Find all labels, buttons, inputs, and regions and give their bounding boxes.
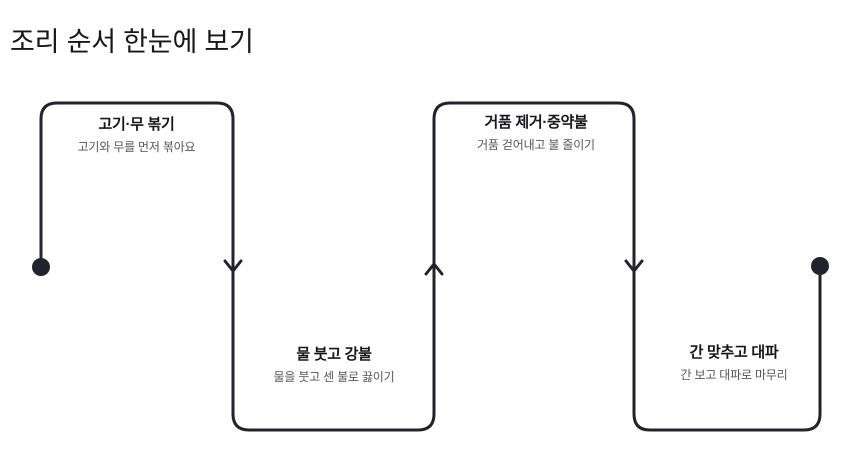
arrow-down-icon-2: [624, 259, 644, 273]
connector-segment-3: [432, 101, 636, 416]
step-card-4[interactable]: 간 맞추고 대파 간 보고 대파로 마무리: [650, 343, 818, 385]
step-card-3-title: 거품 제거·중약불: [484, 114, 588, 131]
flow-end-dot: [811, 257, 829, 275]
page-title: 조리 순서 한눈에 보기: [10, 27, 254, 58]
step-card-2-description: 물을 붓고 센 불로 끓이기: [273, 370, 395, 385]
step-card-3-description: 거품 걷어내고 불 줄이기: [477, 138, 595, 153]
arrow-up-icon-1: [424, 262, 444, 276]
connector-segment-1: [39, 101, 235, 416]
connector-segment-4: [632, 264, 822, 432]
step-card-4-description: 간 보고 대파로 마무리: [680, 368, 788, 383]
step-card-1[interactable]: 고기·무 볶기 고기와 무를 먼저 볶아요: [55, 115, 218, 157]
connector-segment-2: [231, 117, 436, 432]
flow-start-dot: [32, 258, 50, 276]
flow-arrowheads: [223, 259, 644, 276]
step-card-1-title: 고기·무 볶기: [98, 116, 175, 133]
arrow-down-icon-1: [223, 259, 243, 273]
step-card-2-title: 물 붓고 강불: [296, 346, 372, 363]
flow-path-group: [39, 101, 822, 432]
step-card-1-description: 고기와 무를 먼저 볶아요: [77, 140, 196, 155]
step-card-2[interactable]: 물 붓고 강불 물을 붓고 센 불로 끓이기: [250, 345, 418, 387]
step-card-4-title: 간 맞추고 대파: [689, 344, 779, 361]
step-card-3[interactable]: 거품 제거·중약불 거품 걷어내고 불 줄이기: [452, 113, 620, 155]
